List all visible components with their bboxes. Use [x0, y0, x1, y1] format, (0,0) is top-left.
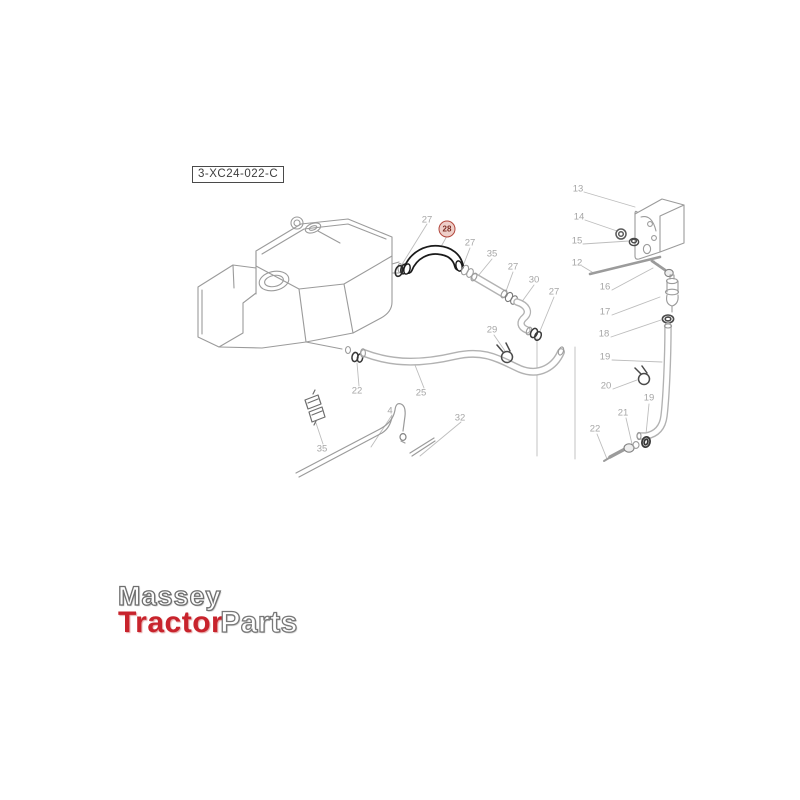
brand-parts-text: Parts [220, 606, 298, 639]
pipe-35-hose-30-chain [460, 264, 543, 342]
fitting-21 [603, 441, 640, 462]
diagram-reference-label: 3-XC24-022-C [192, 166, 285, 183]
washer-18 [661, 314, 675, 324]
part-label-21: 21 [617, 407, 629, 419]
part-label-13: 13 [572, 183, 584, 195]
brand-massey-text: Massey [117, 581, 222, 611]
part-label-29: 29 [486, 324, 498, 336]
fuel-tank-drawing [197, 216, 403, 355]
part-label-25: 25 [415, 387, 427, 399]
part-label-32: 32 [454, 412, 466, 424]
fuel-pipe-4 [295, 403, 436, 478]
part-label-22: 22 [589, 423, 601, 435]
part-label-22: 22 [351, 385, 363, 397]
hose-28-highlighted [394, 244, 464, 278]
bent-pipe-19 [636, 322, 673, 441]
part-label-14: 14 [573, 211, 585, 223]
brand-logo: Massey TractorParts [117, 581, 298, 639]
bolt-16 [650, 259, 674, 278]
part-label-16: 16 [599, 281, 611, 293]
part-label-27: 27 [548, 286, 560, 298]
rod-12 [588, 255, 662, 276]
part-label-12: 12 [571, 257, 583, 269]
bracket-13 [634, 198, 685, 260]
hose-25 [351, 346, 565, 376]
brand-tractor-text: Tractor [118, 606, 224, 639]
clip-35 [304, 389, 326, 426]
part-label-17: 17 [599, 306, 611, 318]
part-label-4: 4 [387, 405, 393, 417]
part-label-30: 30 [528, 274, 540, 286]
part-label-27: 27 [507, 261, 519, 273]
spring-clamp-20 [634, 365, 651, 386]
part-label-19: 19 [643, 392, 655, 404]
nut-15 [628, 237, 640, 247]
part-label-18: 18 [598, 328, 610, 340]
spring-clamp-29 [496, 342, 514, 364]
grommet-14 [615, 228, 627, 240]
part-label-27: 27 [421, 214, 433, 226]
o-ring-19 [641, 435, 651, 449]
part-label-19: 19 [599, 351, 611, 363]
part-label-35: 35 [486, 248, 498, 260]
part-label-35: 35 [316, 443, 328, 455]
part-label-20: 20 [600, 380, 612, 392]
part-label-28-highlighted: 28 [438, 220, 456, 238]
part-label-27: 27 [464, 237, 476, 249]
leader-lines [315, 191, 663, 460]
fuel-tap-17 [664, 274, 680, 313]
part-label-15: 15 [571, 235, 583, 247]
